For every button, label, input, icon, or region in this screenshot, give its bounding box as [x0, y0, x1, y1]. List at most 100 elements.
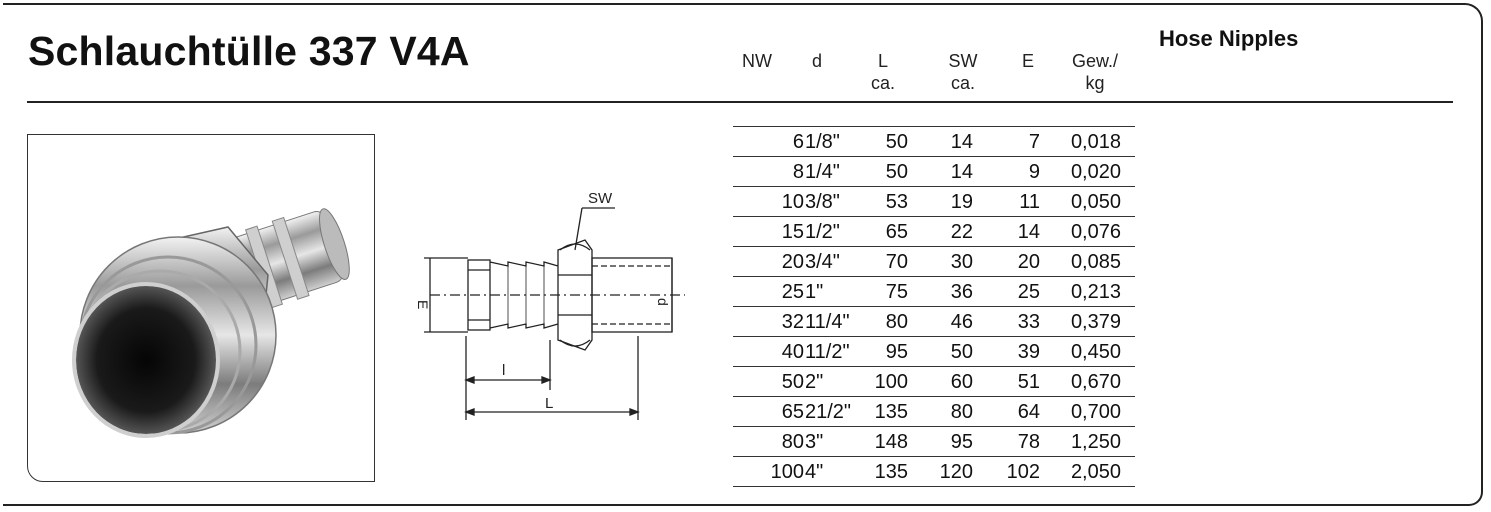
- table-cell-e: 25: [1017, 281, 1040, 303]
- table-cell-sw: 22: [950, 221, 973, 243]
- table-cell-l: 70: [885, 251, 908, 273]
- col-header-e: E: [1014, 50, 1042, 100]
- table-cell-l: 148: [874, 431, 908, 453]
- col-header-l-sub: ca.: [870, 73, 895, 93]
- table-cell-sw: 36: [950, 281, 973, 303]
- header-divider: [27, 101, 1453, 103]
- table-cell-e: 78: [1017, 431, 1040, 453]
- table-cell-sw: 50: [950, 341, 973, 363]
- table-cell-nw: 20: [781, 251, 804, 273]
- table-cell-l: 50: [885, 131, 908, 153]
- col-header-nw-label: NW: [742, 51, 772, 71]
- label-sw: SW: [588, 190, 613, 207]
- table-cell-gew: 0,018: [1070, 131, 1121, 153]
- col-header-sw-label: SW: [948, 51, 978, 71]
- col-header-gew-label: Gew./: [1071, 51, 1119, 71]
- table-cell-e: 39: [1017, 341, 1040, 363]
- table-cell-d: 1": [805, 281, 824, 303]
- label-l-big: L: [545, 395, 553, 412]
- table-cell-nw: 10: [781, 191, 804, 213]
- table-cell-sw: 60: [950, 371, 973, 393]
- label-e: E: [415, 300, 431, 309]
- table-cell-l: 50: [885, 161, 908, 183]
- table-cell-l: 135: [874, 401, 908, 423]
- table-cell-e: 51: [1017, 371, 1040, 393]
- table-cell-l: 80: [885, 311, 908, 333]
- label-d: d: [655, 298, 671, 306]
- table-cell-l: 75: [885, 281, 908, 303]
- table-cell-sw: 19: [950, 191, 973, 213]
- col-header-l: L ca.: [862, 50, 904, 100]
- col-header-gew-sub: kg: [1085, 73, 1105, 93]
- col-header-e-label: E: [1021, 51, 1034, 71]
- table-cell-l: 65: [885, 221, 908, 243]
- table-cell-e: 64: [1017, 401, 1040, 423]
- table-cell-gew: 0,076: [1070, 221, 1121, 243]
- table-cell-nw: 100: [770, 461, 804, 483]
- table-cell-nw: 80: [781, 431, 804, 453]
- table-cell-e: 33: [1017, 311, 1040, 333]
- table-cell-sw: 46: [950, 311, 973, 333]
- page-frame: [3, 3, 1483, 506]
- table-cell-e: 11: [1019, 191, 1040, 213]
- page-title: Schlauchtülle 337 V4A: [28, 28, 470, 74]
- page-subtitle: Hose Nipples: [1159, 26, 1299, 51]
- col-header-sw: SW ca.: [940, 50, 986, 100]
- table-cell-gew: 0,020: [1070, 161, 1121, 183]
- table-cell-l: 100: [874, 371, 908, 393]
- table-cell-gew: 0,050: [1070, 191, 1121, 213]
- table-cell-gew: 0,379: [1070, 311, 1121, 333]
- table-cell-sw: 120: [939, 461, 973, 483]
- table-cell-nw: 32: [781, 311, 804, 333]
- table-cell-d: 3/4": [805, 251, 840, 273]
- col-header-d: d: [800, 50, 834, 100]
- hose-nipple-illustration: [72, 208, 350, 438]
- table-cell-sw: 14: [950, 131, 973, 153]
- table-cell-sw: 14: [950, 161, 973, 183]
- label-l-small: l: [502, 362, 505, 379]
- table-cell-e: 14: [1017, 221, 1040, 243]
- table-cell-e: 20: [1017, 251, 1040, 273]
- table-cell-d: 1/4": [805, 161, 840, 183]
- table-cell-sw: 30: [950, 251, 973, 273]
- table-cell-nw: 25: [781, 281, 804, 303]
- table-cell-nw: 65: [781, 401, 804, 423]
- table-cell-d: 21/2": [805, 401, 852, 423]
- table-cell-e: 7: [1028, 131, 1040, 153]
- table-cell-d: 1/2": [805, 221, 840, 243]
- table-cell-nw: 50: [781, 371, 804, 393]
- table-cell-gew: 1,250: [1070, 431, 1121, 453]
- table-cell-l: 135: [874, 461, 908, 483]
- technical-drawing: SW E d l L: [415, 190, 685, 420]
- table-cell-gew: 2,050: [1070, 461, 1121, 483]
- table-cell-gew: 0,700: [1070, 401, 1121, 423]
- table-cell-gew: 0,213: [1070, 281, 1121, 303]
- table-cell-sw: 80: [950, 401, 973, 423]
- table-cell-d: 11/4": [805, 311, 850, 333]
- col-header-d-label: d: [811, 51, 822, 71]
- table-cell-gew: 0,450: [1070, 341, 1121, 363]
- product-photo: [27, 134, 375, 482]
- table-cell-gew: 0,085: [1070, 251, 1121, 273]
- table-cell-e: 102: [1006, 461, 1040, 483]
- table-cell-e: 9: [1028, 161, 1040, 183]
- table-cell-d: 2": [805, 371, 824, 393]
- table-cell-nw: 8: [792, 161, 804, 183]
- table-cell-d: 11/2": [805, 341, 850, 363]
- col-header-sw-sub: ca.: [950, 73, 975, 93]
- col-header-l-label: L: [877, 51, 888, 71]
- table-cell-l: 53: [885, 191, 908, 213]
- table-cell-d: 3/8": [805, 191, 840, 213]
